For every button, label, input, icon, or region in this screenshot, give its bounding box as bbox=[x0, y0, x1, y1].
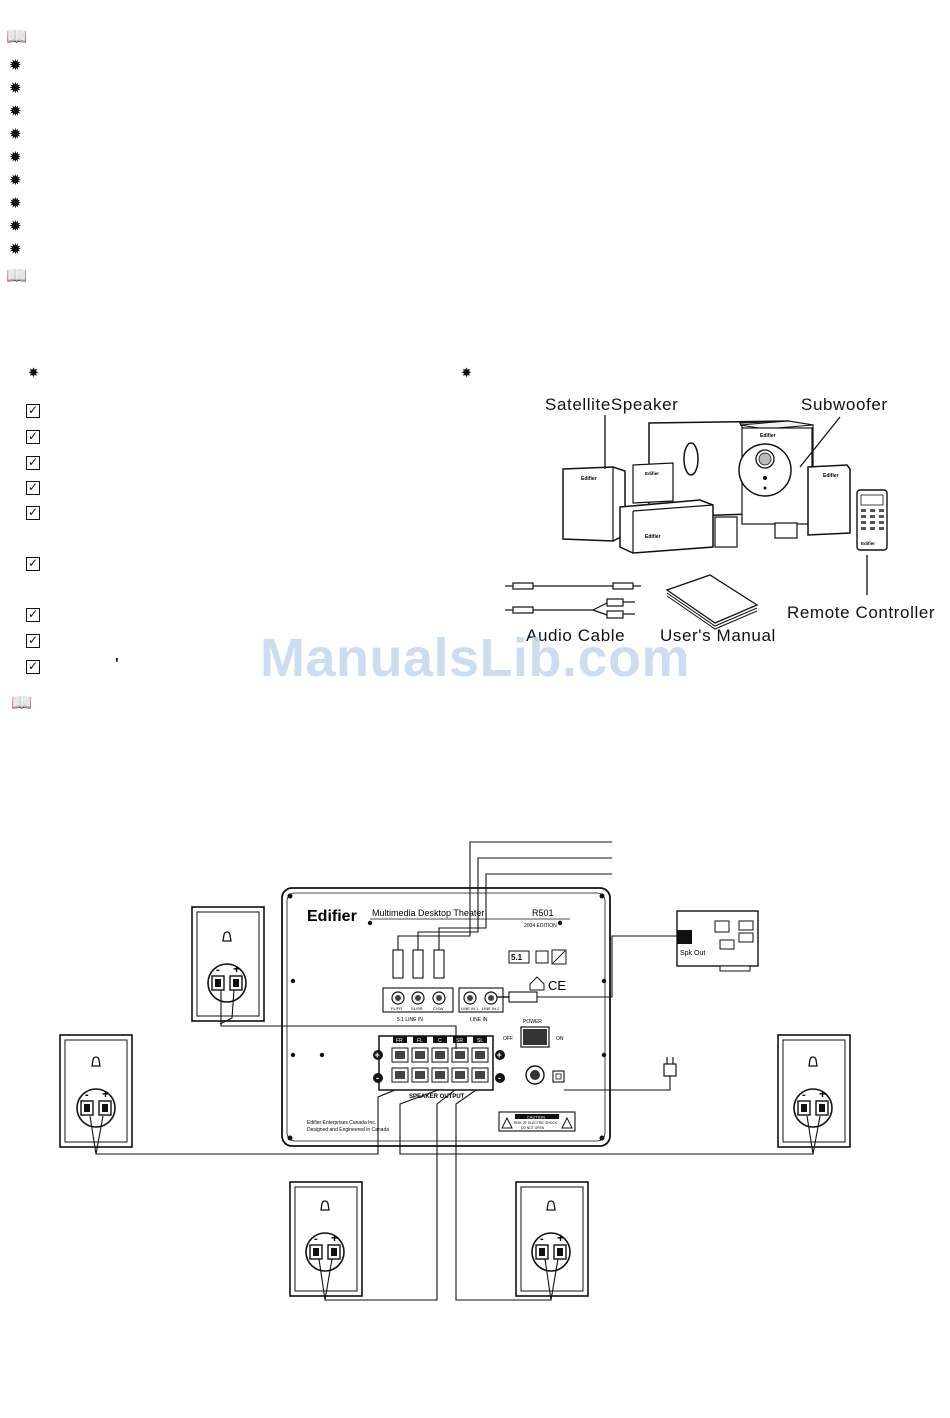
caution-label: CAUTION bbox=[527, 1114, 545, 1119]
center-speaker-brand: Edifier bbox=[645, 534, 661, 540]
checkbox-checked-icon: ✓ bbox=[26, 403, 40, 418]
svg-text:FR: FR bbox=[396, 1038, 403, 1044]
minus-left: - bbox=[376, 1073, 379, 1083]
panel-title: Multimedia Desktop Theater bbox=[372, 908, 484, 918]
caution-sub2: DO NOT OPEN bbox=[521, 1126, 545, 1130]
svg-text:LINE IN 1: LINE IN 1 bbox=[461, 1006, 479, 1011]
right-satellite-brand: Edifier bbox=[823, 473, 839, 479]
speaker-center bbox=[777, 1034, 851, 1148]
speaker-surround-right bbox=[515, 1181, 589, 1297]
panel-edition: 2004 EDITION bbox=[524, 923, 557, 929]
svg-text:SL: SL bbox=[477, 1038, 483, 1044]
spk-out-label: Spk Out bbox=[680, 950, 705, 957]
checkbox-checked-icon: ✓ bbox=[26, 480, 40, 495]
star-bullet-icon: ✹ bbox=[9, 56, 22, 74]
checkbox-checked-icon: ✓ bbox=[26, 633, 40, 648]
star-bullet-icon: ✹ bbox=[9, 102, 22, 120]
star-bullet-icon: ✹ bbox=[9, 171, 22, 189]
star-bullet-icon: ✹ bbox=[9, 79, 22, 97]
subwoofer-label: Subwoofer bbox=[801, 395, 888, 414]
speaker-front-right bbox=[59, 1034, 133, 1148]
star-bullet-icon: ✹ bbox=[9, 240, 22, 258]
star-bullet-icon: ✹ bbox=[9, 125, 22, 143]
svg-text:SR: SR bbox=[456, 1038, 463, 1044]
audio-cable-label: Audio Cable bbox=[526, 626, 626, 645]
checkbox-checked-icon: ✓ bbox=[26, 429, 40, 444]
dot-bullet-icon: ✸ bbox=[28, 366, 39, 381]
star-bullet-icon: ✹ bbox=[9, 217, 22, 235]
checkbox-checked-icon: ✓ bbox=[26, 455, 40, 470]
star-bullet-icon: ✹ bbox=[9, 148, 22, 166]
product-illustration: Edifier Edifier Edifier Edifier Edifier … bbox=[505, 415, 888, 630]
speaker-surround-left bbox=[289, 1181, 363, 1297]
sound-card: Spk Out bbox=[676, 910, 759, 972]
star-bullet-icon: ✹ bbox=[9, 194, 22, 212]
checkbox-checked-icon: ✓ bbox=[26, 556, 40, 571]
connection-diagram: - + bbox=[59, 841, 851, 1301]
caution-sub1: RISK OF ELECTRIC SHOCK bbox=[514, 1121, 558, 1125]
book-icon: 📖 bbox=[6, 266, 28, 286]
line-in-label: LINE IN bbox=[470, 1017, 488, 1023]
panel-model: R501 bbox=[532, 908, 554, 918]
off-label: OFF bbox=[503, 1036, 513, 1042]
on-label: ON bbox=[556, 1036, 564, 1042]
checkbox-checked-icon: ✓ bbox=[26, 607, 40, 622]
line-in-5-1-label: 5.1 LINE IN bbox=[397, 1017, 423, 1023]
subwoofer-back-panel: Edifier Multimedia Desktop Theater R501 … bbox=[281, 887, 611, 1147]
company-label: Edifier Enterprises Canada Inc. bbox=[307, 1120, 376, 1126]
svg-text:SL/SR: SL/SR bbox=[411, 1006, 423, 1011]
remote-brand: Edifier bbox=[861, 541, 875, 546]
checkbox-checked-icon: ✓ bbox=[26, 659, 40, 674]
watermark: ManualsLib.com bbox=[259, 628, 691, 688]
book-icon: 📖 bbox=[11, 693, 33, 713]
satellite-speaker-label: SatelliteSpeaker bbox=[545, 395, 679, 414]
speaker-output-label: SPEAKER OUTPUT bbox=[409, 1094, 465, 1100]
plus-left: + bbox=[375, 1050, 380, 1060]
power-label: POWER bbox=[523, 1019, 542, 1025]
plus-right: + bbox=[497, 1050, 502, 1060]
designed-label: Designed and Engineered in Canada bbox=[307, 1127, 389, 1133]
remote-controller-label: Remote Controller bbox=[787, 603, 936, 622]
svg-text:LINE IN 2: LINE IN 2 bbox=[482, 1006, 500, 1011]
book-icon: 📖 bbox=[6, 27, 28, 47]
minus-right: - bbox=[498, 1073, 501, 1083]
svg-text:C: C bbox=[438, 1038, 442, 1044]
stray-mark: ' bbox=[115, 655, 119, 672]
svg-text:C/SW: C/SW bbox=[433, 1006, 444, 1011]
logo-5-1: 5.1 bbox=[511, 953, 523, 962]
checkbox-checked-icon: ✓ bbox=[26, 505, 40, 520]
svg-text:FL: FL bbox=[417, 1038, 423, 1044]
ce-mark: CE bbox=[548, 978, 566, 993]
svg-text:FL/FR: FL/FR bbox=[391, 1006, 402, 1011]
svg-text:Edifier: Edifier bbox=[645, 471, 659, 476]
ac-plug bbox=[663, 1057, 677, 1077]
panel-brand: Edifier bbox=[307, 908, 357, 925]
users-manual-label: User's Manual bbox=[660, 626, 776, 645]
left-satellite-brand: Edifier bbox=[581, 476, 597, 482]
subwoofer-brand: Edifier bbox=[760, 433, 776, 439]
dot-bullet-icon: ✸ bbox=[461, 366, 472, 381]
speaker-front-left bbox=[191, 906, 265, 1022]
